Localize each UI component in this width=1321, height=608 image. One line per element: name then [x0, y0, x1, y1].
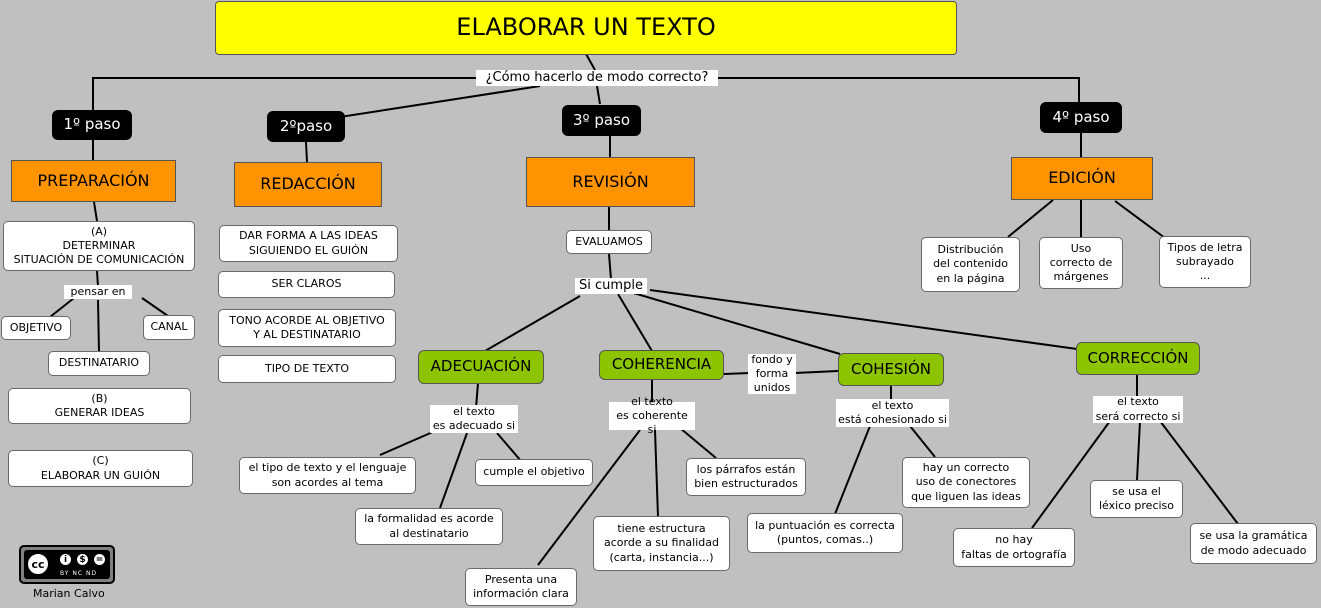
revision-si-cumple: Si cumple: [575, 278, 647, 294]
phase-preparacion: PREPARACIÓN: [11, 160, 176, 202]
cc-license-text: BY NC ND: [60, 570, 98, 577]
adecuacion-item: el tipo de texto y el lenguaje son acord…: [239, 457, 416, 494]
prep-canal: CANAL: [143, 315, 195, 340]
question-label: ¿Cómo hacerlo de modo correcto?: [476, 70, 718, 86]
correccion-item: se usa el léxico preciso: [1090, 480, 1183, 518]
step-4-badge: 4º paso: [1040, 102, 1122, 133]
prep-determinar: (A) DETERMINAR SITUACIÓN DE COMUNICACIÓN: [3, 221, 195, 271]
criterion-correccion: CORRECCIÓN: [1076, 342, 1200, 375]
edicion-item: Uso correcto de márgenes: [1039, 237, 1123, 289]
coherencia-item: Presenta una información clara: [465, 568, 577, 606]
prep-generar-ideas: (B) GENERAR IDEAS: [8, 388, 191, 424]
author-credit: Marian Calvo: [33, 587, 105, 600]
coherencia-label: el texto es coherente si: [609, 395, 695, 436]
criterion-cohesion: COHESIÓN: [838, 353, 944, 386]
page-title: ELABORAR UN TEXTO: [215, 1, 957, 55]
step-1-badge: 1º paso: [52, 110, 132, 140]
nd-icon: =: [92, 552, 107, 567]
fondo-forma-label: fondo y forma unidos: [748, 353, 796, 394]
revision-evaluamos: EVALUAMOS: [566, 230, 652, 254]
correccion-item: no hay faltas de ortografía: [953, 528, 1075, 567]
adecuacion-label: el texto es adecuado si: [430, 405, 518, 433]
cohesion-item: la puntuación es correcta (puntos, comas…: [747, 513, 903, 553]
redaccion-item: TIPO DE TEXTO: [218, 355, 396, 383]
edicion-item: Tipos de letra subrayado ...: [1159, 236, 1251, 288]
cohesion-item: hay un correcto uso de conectores que li…: [902, 457, 1030, 508]
cc-icon: cc: [26, 552, 50, 576]
prep-pensar-label: pensar en: [64, 285, 132, 299]
correccion-item: se usa la gramática de modo adecuado: [1190, 523, 1317, 564]
phase-revision: REVISIÓN: [526, 157, 695, 207]
phase-redaccion: REDACCIÓN: [234, 162, 382, 207]
correccion-label: el texto será correcto si: [1093, 395, 1183, 423]
step-3-badge: 3º paso: [562, 105, 641, 136]
step-2-badge: 2ºpaso: [267, 111, 345, 142]
redaccion-item: SER CLAROS: [218, 271, 395, 298]
cc-license-badge: cc i $ = BY NC ND: [19, 545, 115, 584]
prep-elaborar-guion: (C) ELABORAR UN GUIÓN: [8, 450, 193, 487]
phase-edicion: EDICIÓN: [1011, 157, 1153, 200]
prep-objetivo: OBJETIVO: [1, 316, 71, 340]
redaccion-item: TONO ACORDE AL OBJETIVO Y AL DESTINATARI…: [218, 309, 396, 347]
adecuacion-item: cumple el objetivo: [475, 459, 593, 486]
redaccion-item: DAR FORMA A LAS IDEAS SIGUIENDO EL GUIÓN: [219, 225, 398, 262]
coherencia-item: los párrafos están bien estructurados: [686, 458, 806, 496]
criterion-adecuacion: ADECUACIÓN: [418, 350, 544, 384]
adecuacion-item: la formalidad es acorde al destinatario: [355, 508, 503, 545]
nc-icon: $: [75, 552, 90, 567]
prep-destinatario: DESTINATARIO: [48, 351, 150, 376]
edicion-item: Distribución del contenido en la página: [921, 237, 1020, 292]
info-icon: i: [58, 552, 73, 567]
criterion-coherencia: COHERENCIA: [599, 350, 724, 380]
cohesion-label: el texto está cohesionado si: [836, 399, 949, 427]
coherencia-item: tiene estructura acorde a su finalidad (…: [593, 516, 730, 571]
